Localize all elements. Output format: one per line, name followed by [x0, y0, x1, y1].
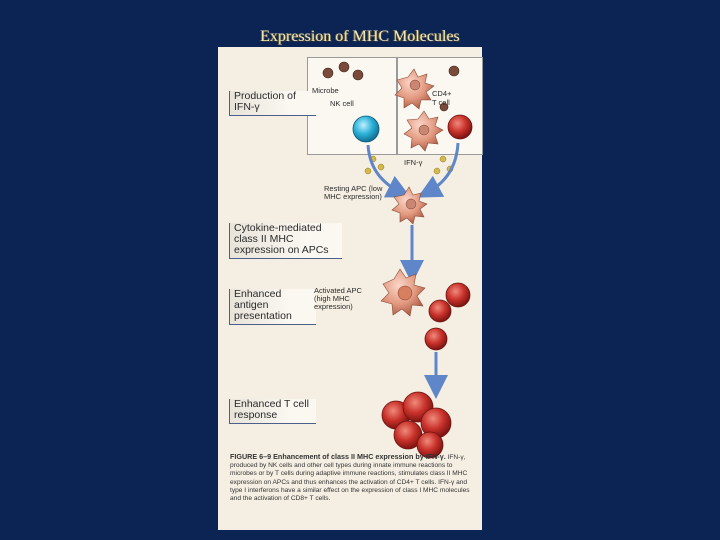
proliferating-t-cells: [381, 391, 452, 459]
apc-top-icon: [394, 68, 435, 110]
resting-apc-icon: [391, 186, 428, 225]
arrow-from-nk: [366, 144, 411, 198]
label-microbe: Microbe: [312, 86, 339, 95]
label-cd4: CD4+: [432, 89, 452, 98]
figure: Production of IFN-γ Cytokine-mediated cl…: [218, 47, 483, 530]
interacting-t-cells: [424, 282, 471, 351]
innate-panel: [307, 57, 397, 155]
figure-caption: FIGURE 6–9 Enhancement of class II MHC e…: [230, 452, 474, 503]
label-t-cell: T cell: [432, 98, 450, 107]
apc-top2-icon: [403, 110, 444, 152]
caption-heading: FIGURE 6–9 Enhancement of class II MHC e…: [230, 452, 446, 461]
arrow-from-tcell: [417, 142, 460, 198]
nk-cell-icon: [352, 115, 380, 143]
diagram-graphics: [322, 61, 473, 459]
activated-apc-icon: [380, 268, 426, 317]
slide-title: Expression of MHC Molecules: [260, 28, 460, 45]
cd4-t-cell-icon: [447, 114, 473, 140]
label-production: Production of IFN-γ: [229, 91, 316, 116]
label-enhanced-antigen: Enhanced antigen presentation: [229, 289, 316, 325]
microbe-icon: [322, 61, 460, 112]
label-resting-apc: Resting APC (low MHC expression): [324, 184, 383, 201]
label-nk-cell: NK cell: [330, 99, 354, 108]
caption-body: IFN-γ, produced by NK cells and other ce…: [230, 454, 470, 503]
label-activated-apc: Activated APC (high MHC expression): [314, 286, 362, 311]
label-ifn: IFN-γ: [404, 158, 423, 167]
label-cytokine: Cytokine-mediated class II MHC expressio…: [229, 223, 342, 259]
label-enhanced-tcell: Enhanced T cell response: [229, 399, 316, 424]
